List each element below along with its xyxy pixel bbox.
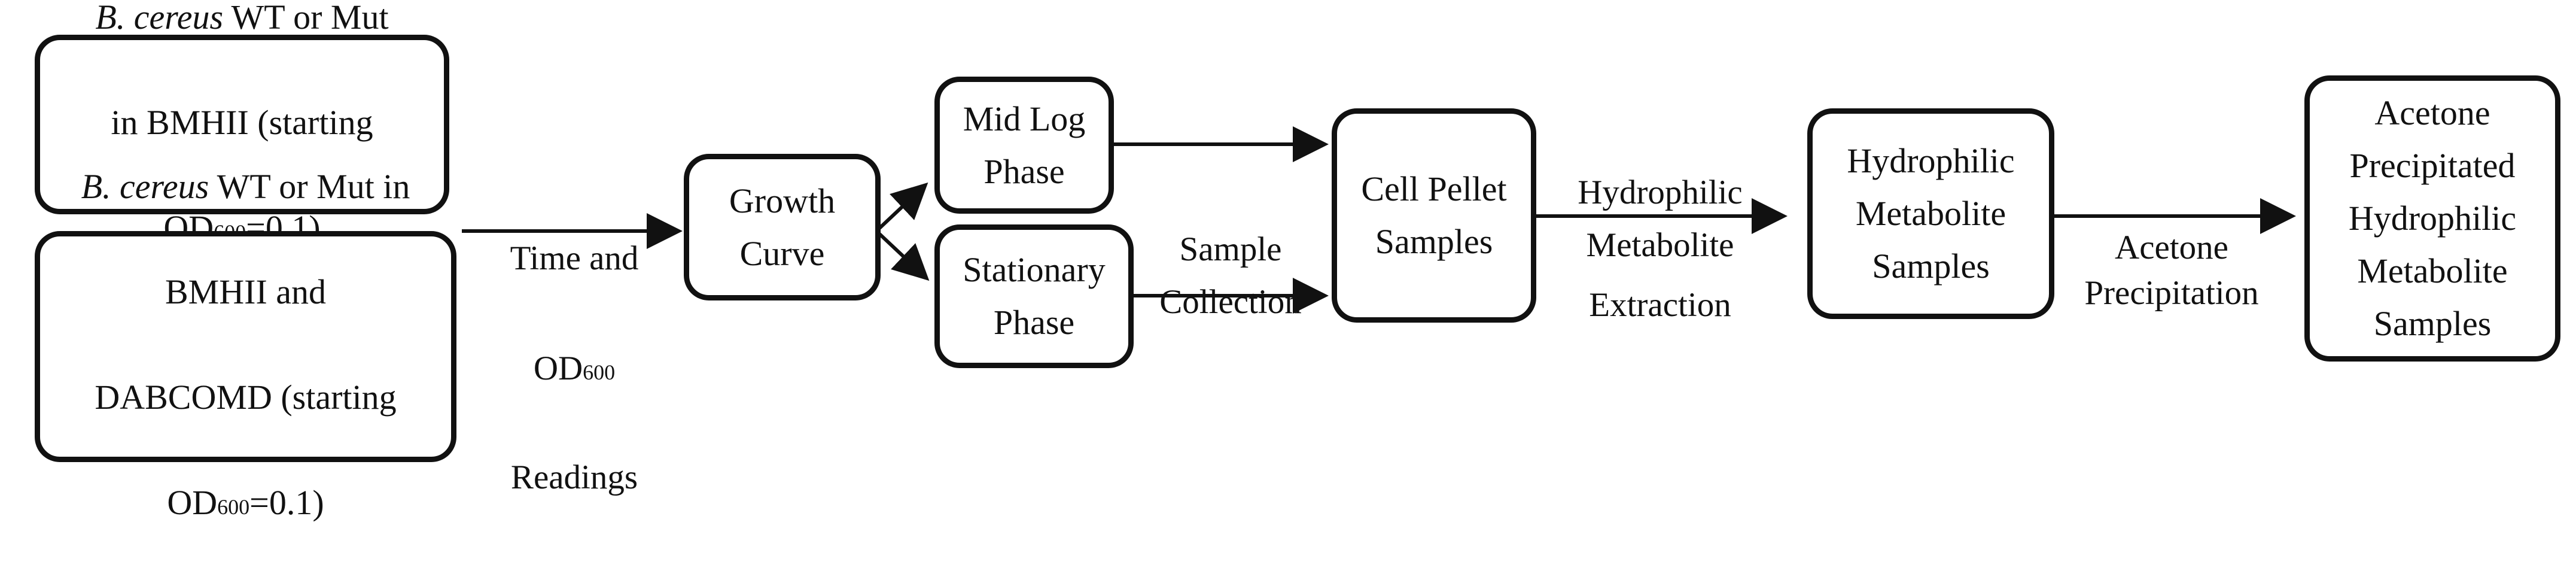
mid-log-phase-label: Mid Log Phase [963, 99, 1086, 191]
input-box-b-text: B. cereus WT or Mut in BMHII and DABCOMD… [81, 108, 410, 586]
mid-log-phase-box: Mid Log Phase [934, 77, 1114, 214]
acetone-precipitated-samples-box: Acetone Precipitated Hydrophilic Metabol… [2304, 75, 2560, 362]
stationary-phase-box: Stationary Phase [934, 224, 1134, 368]
stationary-phase-label: Stationary Phase [963, 250, 1106, 342]
label-acetone: Acetone [2115, 229, 2228, 266]
label-precipitation: Precipitation [2084, 274, 2259, 312]
workflow-diagram: B. cereus WT or Mut in BMHII (starting O… [35, 0, 2560, 522]
label-readings: Readings [510, 459, 638, 496]
species-name: B. cereus [95, 0, 224, 37]
growth-curve-label: Growth Curve [729, 181, 836, 273]
label-od600: OD600 [533, 350, 616, 387]
cell-pellet-samples-label: Cell Pellet Samples [1361, 169, 1507, 261]
cell-pellet-samples-box: Cell Pellet Samples [1332, 108, 1536, 323]
input-box-b-line1: WT or Mut in [209, 166, 410, 206]
acetone-precipitated-samples-label: Acetone Precipitated Hydrophilic Metabol… [2348, 93, 2517, 343]
growth-curve-box: Growth Curve [684, 154, 881, 300]
arrow-growth-to-midlog [875, 182, 928, 233]
label-time-and-od-readings: Time and OD600 Readings [473, 180, 676, 557]
input-box-b-line2: BMHII and [165, 272, 326, 311]
species-name: B. cereus [81, 166, 209, 206]
input-box-wt-or-mut-bmhii: B. cereus WT or Mut in BMHII (starting O… [35, 0, 449, 247]
connector-layer [462, 126, 2296, 314]
label-hydrophilic-metabolite: Hydrophilic Metabolite [1578, 174, 1743, 264]
input-box-b-line3: DABCOMD (starting [95, 377, 397, 417]
label-time-and: Time and [510, 239, 639, 277]
input-box-b-od: OD600=0.1) [167, 482, 324, 522]
hydrophilic-metabolite-samples-box: Hydrophilic Metabolite Samples [1807, 108, 2054, 319]
arrow-growth-to-stationary [875, 229, 930, 281]
input-box-wt-or-mut-dabcomd: B. cereus WT or Mut in BMHII and DABCOMD… [35, 167, 456, 522]
hydrophilic-metabolite-samples-label: Hydrophilic Metabolite Samples [1847, 141, 2015, 286]
label-sample-collection: Sample Collection [1159, 230, 1302, 321]
label-extraction: Extraction [1589, 286, 1731, 324]
input-box-a-line1: WT or Mut [223, 0, 389, 37]
input-box-a-line2: in BMHII (starting [111, 102, 373, 142]
